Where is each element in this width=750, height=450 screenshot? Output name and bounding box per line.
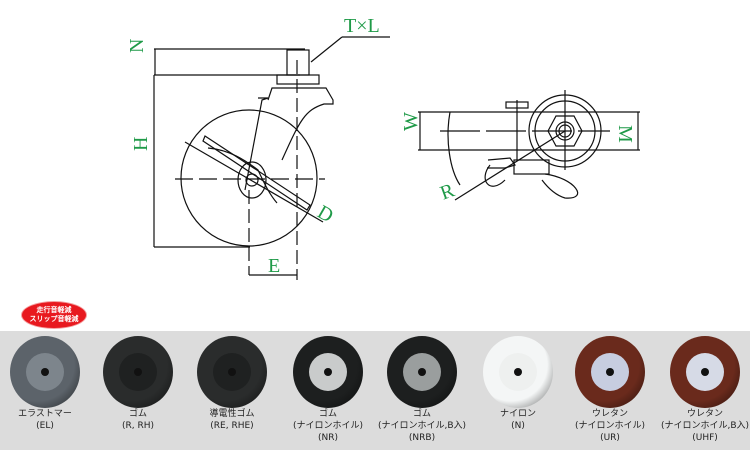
wheel-name: 導電性ゴム (209, 409, 255, 419)
wheel-name: ウレタン (591, 409, 628, 419)
wheel-item: ナイロン (N) (471, 336, 565, 432)
wheel-item: ゴム (R, RH) (91, 336, 185, 432)
wheel-item: ゴム (ナイロンホイル,B入) (NRB) (375, 336, 469, 444)
wheel-image (387, 336, 457, 408)
wheel-image (483, 336, 553, 408)
label-r: R (437, 179, 458, 204)
label-d: D (313, 201, 337, 227)
wheel-item: ウレタン (ナイロンホイル,B入) (UHF) (658, 336, 750, 444)
axle-hole-icon (134, 368, 142, 376)
label-m: M (614, 125, 636, 143)
axle-hole-icon (418, 368, 426, 376)
wheel-code: (R, RH) (121, 421, 155, 431)
wheel-image (10, 336, 80, 408)
axle-hole-icon (514, 368, 522, 376)
wheel-image (293, 336, 363, 408)
wheel-item: ウレタン (ナイロンホイル) (UR) (563, 336, 657, 444)
label-w: W (400, 112, 422, 131)
label-e: E (268, 255, 280, 277)
label-thread: T×L (344, 15, 380, 37)
wheel-name: ゴム (412, 409, 431, 419)
top-view (418, 90, 640, 201)
wheel-item: ゴム (ナイロンホイル) (NR) (281, 336, 375, 444)
wheel-code: (UR) (600, 433, 620, 443)
badge-line1: 走行音軽減 (36, 306, 72, 314)
wheel-item: 導電性ゴム (RE, RHE) (185, 336, 279, 432)
wheel-image (670, 336, 740, 408)
noise-reduction-badge: 走行音軽減 スリップ音軽減 (22, 302, 86, 328)
wheel-code: (UHF) (692, 433, 718, 443)
wheel-sub: (ナイロンホイル) (292, 421, 364, 431)
wheel-code: (NRB) (408, 433, 436, 443)
wheel-item: エラストマー (EL) (0, 336, 92, 432)
badge-line2: スリップ音軽減 (29, 315, 79, 323)
wheel-code: (N) (511, 421, 525, 431)
axle-hole-icon (41, 368, 49, 376)
wheel-code: (RE, RHE) (210, 421, 254, 431)
label-h: H (130, 137, 152, 151)
axle-hole-icon (324, 368, 332, 376)
axle-hole-icon (701, 368, 709, 376)
wheel-sub: (ナイロンホイル,B入) (660, 421, 750, 431)
wheel-image (575, 336, 645, 408)
wheel-code: (EL) (36, 421, 54, 431)
wheel-image (197, 336, 267, 408)
wheel-name: ゴム (128, 409, 147, 419)
wheel-name: ウレタン (686, 409, 723, 419)
wheel-name: ゴム (318, 409, 337, 419)
caster-dimension-drawing: T×L N H D E W M R (126, 15, 640, 280)
side-view (153, 36, 390, 280)
wheel-name: エラストマー (18, 409, 72, 419)
label-n: N (126, 39, 148, 53)
wheel-name: ナイロン (499, 409, 536, 419)
wheel-sub: (ナイロンホイル) (574, 421, 646, 431)
axle-hole-icon (606, 368, 614, 376)
wheel-code: (NR) (317, 433, 338, 443)
axle-hole-icon (228, 368, 236, 376)
wheel-image (103, 336, 173, 408)
wheel-sub: (ナイロンホイル,B入) (377, 421, 467, 431)
